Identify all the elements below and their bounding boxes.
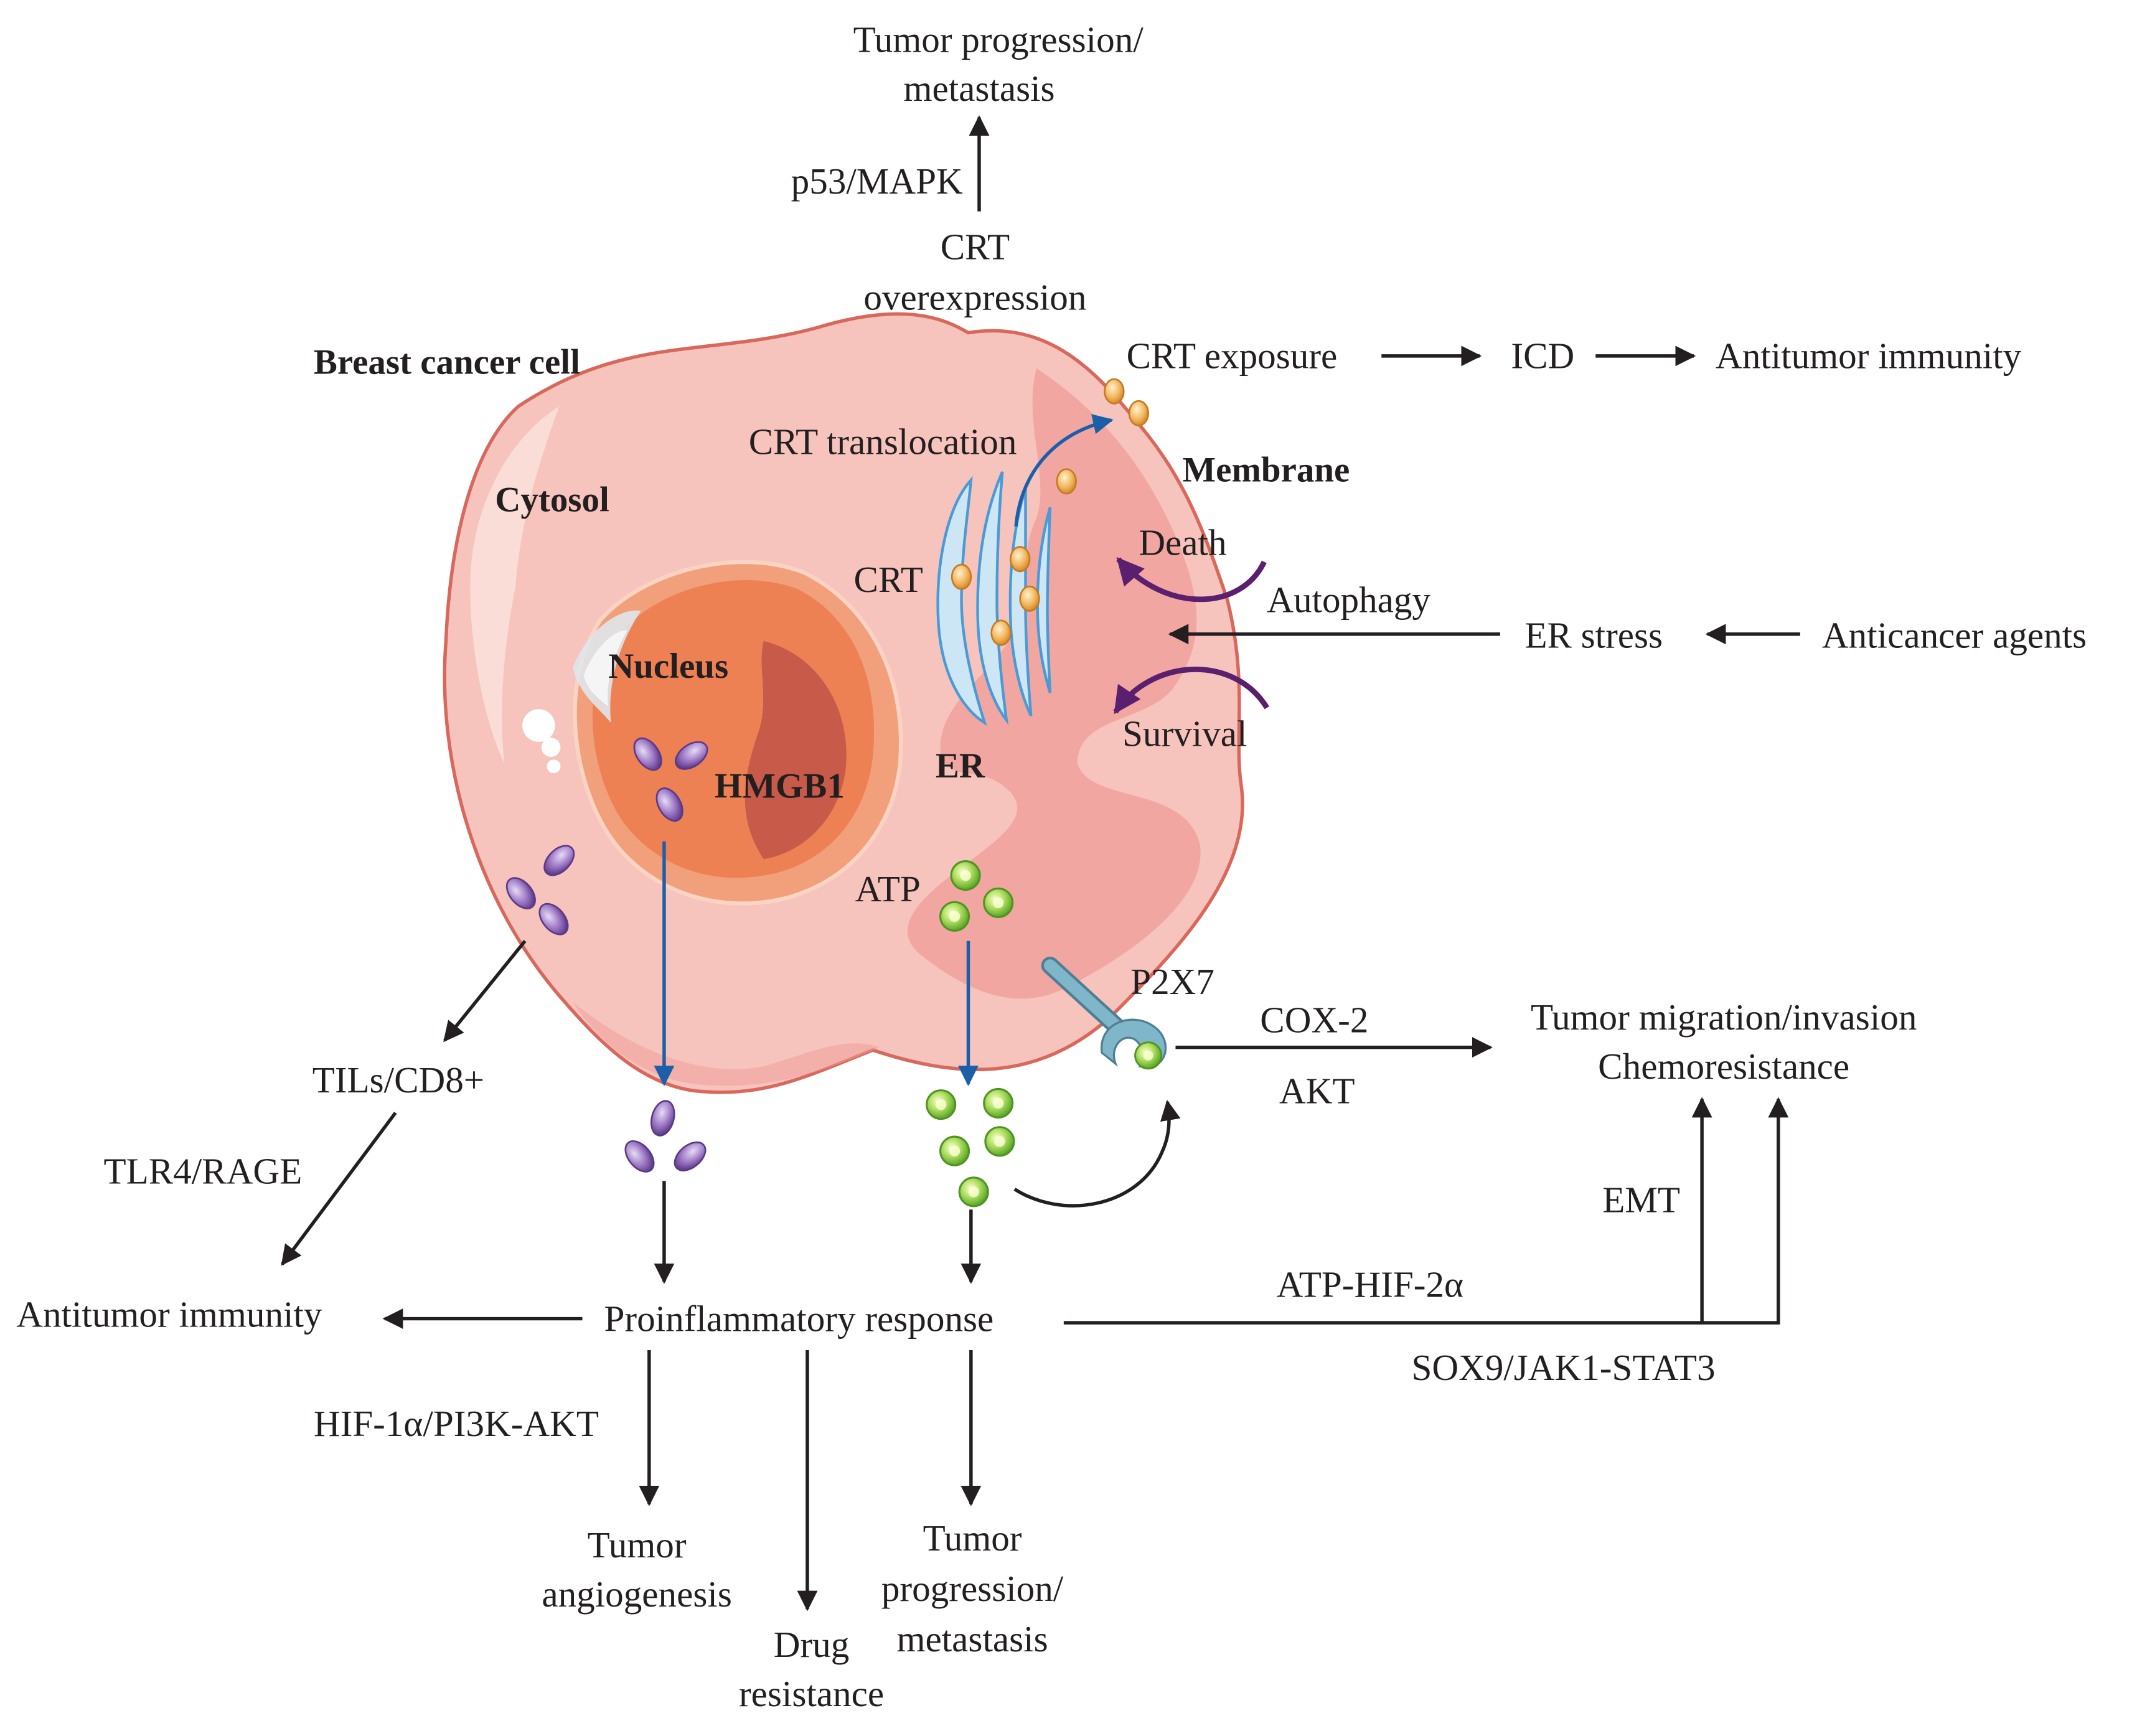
arrow-atp-to-p2x7 xyxy=(1013,1099,1181,1208)
label-crt-translocation: CRT translocation xyxy=(749,421,1017,462)
nucleus-highlight-inner xyxy=(583,630,627,706)
breast-cancer-cell xyxy=(443,312,1244,1094)
vesicle xyxy=(547,759,561,774)
crt-protein-icon xyxy=(1019,585,1040,612)
label-emt: EMT xyxy=(1602,1180,1680,1221)
label-antitumor-immunity-left: Antitumor immunity xyxy=(16,1294,322,1335)
top-progression-line2: metastasis xyxy=(903,68,1054,109)
label-drug-line1: Drug xyxy=(774,1624,850,1665)
nucleus xyxy=(573,560,903,906)
crt-protein-icon xyxy=(951,563,972,590)
label-p53-mapk: p53/MAPK xyxy=(791,161,963,202)
label-crt-overexpression-line2: overexpression xyxy=(863,276,1086,317)
label-atp: ATP xyxy=(855,868,921,909)
atp-molecule-icon xyxy=(939,1135,970,1166)
label-icd: ICD xyxy=(1511,335,1574,377)
hmgb1-protein-icon xyxy=(647,1097,679,1139)
arrow-crt-translocation xyxy=(1014,414,1114,527)
label-drug-line2: resistance xyxy=(739,1673,884,1714)
arrow-autophagy-survival xyxy=(1113,667,1269,715)
atp-molecule-icon xyxy=(983,1087,1014,1119)
label-progression-bottom-line2: progression/ xyxy=(881,1568,1064,1609)
atp-molecule-icon xyxy=(984,1126,1015,1157)
vesicle xyxy=(522,709,555,742)
label-breast-cancer-cell: Breast cancer cell xyxy=(314,342,580,382)
label-tils-cd8: TILs/CD8+ xyxy=(312,1059,484,1100)
label-atp-hif2a: ATP-HIF-2α xyxy=(1277,1264,1463,1305)
label-hif1a-pi3k-akt: HIF-1α/PI3K-AKT xyxy=(314,1403,599,1444)
arrow-tils-to-immunity xyxy=(281,1112,397,1266)
vesicle xyxy=(541,738,561,757)
atp-released-group xyxy=(926,1087,1015,1208)
top-progression-line1: Tumor progression/ xyxy=(853,19,1144,60)
hmgb1-protein-icon xyxy=(619,1135,660,1178)
label-antitumor-immunity-right: Antitumor immunity xyxy=(1716,335,2022,377)
label-death: Death xyxy=(1139,522,1226,563)
label-crt-overexpression-line1: CRT xyxy=(941,226,1010,267)
crt-protein-icon xyxy=(1104,378,1125,405)
arrows xyxy=(281,115,1800,1612)
label-tlr4-rage: TLR4/RAGE xyxy=(104,1151,303,1192)
label-crt-exposure: CRT exposure xyxy=(1127,335,1338,377)
crt-protein-icon xyxy=(1128,400,1149,426)
membrane-zone xyxy=(907,368,1201,999)
label-autophagy: Autophagy xyxy=(1267,579,1430,621)
p2x7-receptor-icon xyxy=(1041,956,1167,1070)
label-sox9-jak1-stat3: SOX9/JAK1-STAT3 xyxy=(1411,1347,1715,1388)
label-akt: AKT xyxy=(1279,1070,1355,1111)
label-anticancer-agents: Anticancer agents xyxy=(1822,615,2087,656)
nucleolus xyxy=(744,640,847,860)
cell-bottom-shade xyxy=(573,1002,880,1086)
atp-molecule-icon xyxy=(983,887,1014,918)
hmgb1-protein-icon xyxy=(669,1135,712,1177)
labels: Tumor progression/ metastasis p53/MAPK C… xyxy=(16,19,2087,1714)
cell-left-sheen xyxy=(470,406,560,764)
atp-molecule-icon xyxy=(939,901,970,932)
label-proinflammatory-response: Proinflammatory response xyxy=(604,1298,994,1339)
label-angiogenesis-line2: angiogenesis xyxy=(542,1574,731,1615)
label-cytosol: Cytosol xyxy=(495,481,609,520)
label-angiogenesis-line1: Tumor xyxy=(588,1524,687,1565)
atp-molecule-icon xyxy=(950,860,981,891)
label-migration-line2: Chemoresistance xyxy=(1598,1046,1849,1087)
arrow-cytosol-to-tils xyxy=(443,939,527,1043)
label-cox2: COX-2 xyxy=(1260,999,1368,1040)
label-er-stress: ER stress xyxy=(1524,615,1663,656)
label-progression-bottom-line1: Tumor xyxy=(923,1518,1022,1559)
arrow-autophagy-death xyxy=(1116,556,1267,603)
label-er: ER xyxy=(936,746,985,786)
label-crt: CRT xyxy=(853,559,923,600)
label-survival: Survival xyxy=(1122,713,1247,754)
receptor-stalk-inner xyxy=(1044,959,1122,1032)
crt-protein-icon xyxy=(1010,546,1031,573)
crt-protein-icon xyxy=(990,619,1012,646)
label-migration-line1: Tumor migration/invasion xyxy=(1531,997,1917,1038)
crt-protein-icon xyxy=(1056,468,1077,495)
atp-molecule-icon xyxy=(1134,1041,1163,1070)
label-membrane: Membrane xyxy=(1182,450,1350,489)
er-cisterna xyxy=(936,476,987,726)
label-hmgb1: HMGB1 xyxy=(715,767,845,806)
hmgb1-released-group xyxy=(619,1097,712,1178)
arrow-proinflammatory-to-chemoresistance xyxy=(1063,1097,1789,1325)
label-progression-bottom-line3: metastasis xyxy=(897,1618,1048,1659)
er-cisterna xyxy=(1036,507,1052,693)
label-p2x7: P2X7 xyxy=(1130,961,1214,1002)
label-nucleus: Nucleus xyxy=(608,647,728,686)
atp-molecule-icon xyxy=(926,1089,957,1120)
atp-molecule-icon xyxy=(958,1176,989,1208)
er-cisterna xyxy=(976,471,1009,725)
